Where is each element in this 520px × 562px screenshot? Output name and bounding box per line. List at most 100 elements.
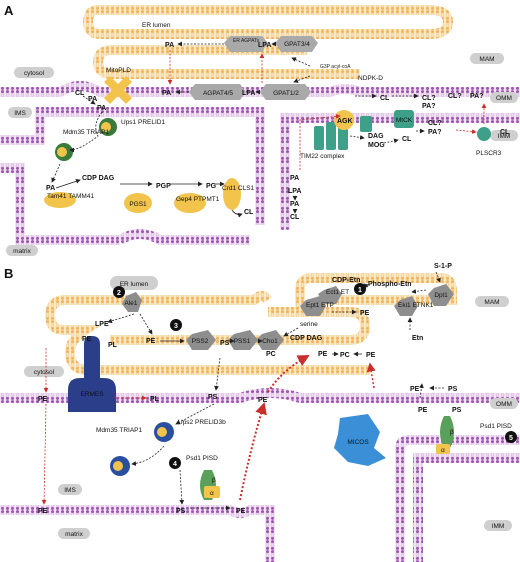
- panel-b-grey-proteins: [122, 284, 454, 350]
- panel-a-imm-label: IMM: [498, 133, 511, 140]
- ndpkd-label: NDPK-D: [358, 75, 383, 82]
- gpat34-label: GPAT3/4: [284, 41, 310, 48]
- eki1-label: Eki1 ETNK1: [398, 302, 434, 309]
- gep4-label: Gep4 PTPMT1: [176, 196, 220, 203]
- ermes-label: ERMES: [80, 391, 104, 398]
- cho1-label: Cho1: [262, 338, 278, 345]
- panel-b-er-lumen-label: ER lumen: [120, 281, 149, 288]
- lipid-pe-pss2: PE: [146, 338, 156, 345]
- lipid-cl-q3: CL?: [428, 120, 442, 127]
- psd1-imm-beta: β: [212, 477, 216, 484]
- panel-a-arrows: [51, 41, 487, 218]
- mtck-label: MtCK: [396, 117, 413, 124]
- psd1-imm-protein: [200, 470, 220, 500]
- lipid-lpa-er: LPA: [258, 42, 271, 49]
- lipid-cl-q1: CL?: [422, 95, 436, 102]
- mitopld-protein: [104, 76, 132, 104]
- panel-a-omm-label: OMM: [496, 95, 512, 102]
- lipid-lpa-omm: LPA: [242, 90, 255, 97]
- panel-b-omm: [0, 388, 520, 403]
- lipid-mog: MOG: [368, 142, 385, 149]
- psd1-omm-protein: [436, 416, 454, 454]
- lipid-pe-omm: PE: [258, 397, 268, 404]
- step-3-number: 3: [174, 323, 178, 330]
- lipid-pe-omm-left: PE: [38, 396, 48, 403]
- lipid-s1p: S-1-P: [434, 263, 452, 270]
- panel-a-imm: [0, 107, 520, 245]
- lipid-pa-q3: PA?: [428, 129, 441, 136]
- panel-a-letter: A: [4, 3, 14, 18]
- lipid-pa-imm1: PA: [290, 175, 299, 182]
- lipid-pl-er: PL: [108, 342, 118, 349]
- agk-label: AGK: [337, 118, 353, 125]
- panel-b-ims-label: IMS: [64, 487, 76, 494]
- gpat12-label: GPAT1/2: [273, 90, 299, 97]
- pss2-label: PSS2: [192, 338, 209, 345]
- panel-a-cytosol-label: cytosol: [24, 70, 45, 77]
- panel-a-lipid-labels: PA LPA CL PA LPA G3P acyl-coA CL CL? PA?…: [46, 42, 510, 221]
- lipid-pa-er: PA: [165, 42, 174, 49]
- micos-complex: [334, 414, 386, 466]
- panel-b-letter: B: [4, 266, 13, 281]
- panel-b-step-markers: 1 2 3 4 5: [113, 283, 517, 469]
- panel-b-er-lumen-pill: [110, 276, 158, 290]
- lipid-pa-ims: PA: [88, 96, 97, 103]
- mdm35-label-b: Mdm35 TRIAP1: [96, 427, 143, 434]
- panel-b-er-membrane: [44, 273, 457, 375]
- step-2-marker: [113, 286, 125, 298]
- lipid-ps-omm-right: PS: [452, 407, 462, 414]
- psd1-omm-label: Psd1 PISD: [480, 423, 512, 430]
- panel-b-cytosol-label: cytosol: [34, 369, 55, 376]
- ept1-label: Ept1 ETP: [306, 302, 334, 309]
- lipid-pe-imm: PE: [236, 508, 246, 515]
- plscr3-label: PLSCR3: [476, 150, 502, 157]
- micos-label: MICOS: [347, 439, 369, 446]
- lipid-pc-cho: PC: [340, 352, 350, 359]
- panel-a-mam-label: MAM: [479, 56, 494, 63]
- lipid-serine: serine: [300, 321, 318, 328]
- lipid-ps-micos: PS: [448, 386, 458, 393]
- lipid-cl-imm: CL: [500, 129, 510, 136]
- panel-b-omm-label: OMM: [496, 401, 512, 408]
- lipid-pl-omm: PL: [150, 396, 160, 403]
- step-1-marker: [354, 283, 366, 295]
- ups2-mdm35-complex: [110, 422, 174, 476]
- ndpk-mtck-plscr3: [360, 110, 491, 141]
- panel-a-matrix-label: matrix: [13, 248, 31, 255]
- step-2-number: 2: [117, 290, 121, 297]
- ale1-label: Ale1: [124, 300, 137, 307]
- panel-b-matrix-label: matrix: [65, 531, 83, 538]
- panel-b-compartment-labels: MAM cytosol OMM IMS IMM matrix: [24, 296, 518, 539]
- lipid-cl-mog: CL: [402, 136, 412, 143]
- lipid-lpa-imm: LPA: [288, 188, 301, 195]
- psd1-imm-alpha: α: [210, 490, 214, 497]
- lipid-ps-omm: PS: [208, 394, 218, 401]
- lipid-pa-matrix: PA: [46, 185, 55, 192]
- lipid-cdp-etn: CDP-Etn: [332, 277, 360, 284]
- er-agpats-label: ER AGPATs: [233, 38, 260, 44]
- panel-a-ims-label: IMS: [14, 110, 26, 117]
- lipid-pc-er: PC: [266, 351, 276, 358]
- lipid-dag: DAG: [368, 133, 384, 140]
- ups1-label: Ups1 PRELID1: [121, 119, 165, 126]
- lipid-cl-matrix: CL: [244, 209, 254, 216]
- agpat45-label: AGPAT4/5: [203, 90, 233, 97]
- lipid-pa-q2: PA?: [470, 93, 483, 100]
- lipid-phospho-etn: Phospho-Etn: [368, 281, 412, 288]
- lipid-pe-omm-right: PE: [418, 407, 428, 414]
- panel-a-er-lumen-label: ER lumen: [142, 22, 171, 29]
- ups1-mdm35-complex: [55, 118, 117, 161]
- lipid-cl-q2: CL?: [448, 93, 462, 100]
- lipid-pa-ups: PA: [97, 105, 106, 112]
- crd1-label: Crd1 CLS1: [222, 185, 255, 192]
- mdm35-label-a: Mdm35 TRIAP1: [63, 129, 110, 136]
- panel-a-compartment-labels: MAM cytosol OMM IMS IMM matrix: [6, 53, 518, 256]
- tim22-label: TIM22 complex: [300, 153, 345, 160]
- lipid-pe-imm-left: PE: [38, 508, 48, 515]
- lipid-pgp: PGP: [156, 183, 171, 190]
- lipid-pa-imm2: PA: [290, 201, 299, 208]
- pgs1-label: PGS1: [129, 201, 147, 208]
- lipid-pg: PG: [206, 183, 217, 190]
- panel-b-lipid-labels: CDP-Etn Phospho-Etn S-1-P Etn PE serine …: [38, 263, 462, 515]
- panel-b-imm: [0, 435, 520, 562]
